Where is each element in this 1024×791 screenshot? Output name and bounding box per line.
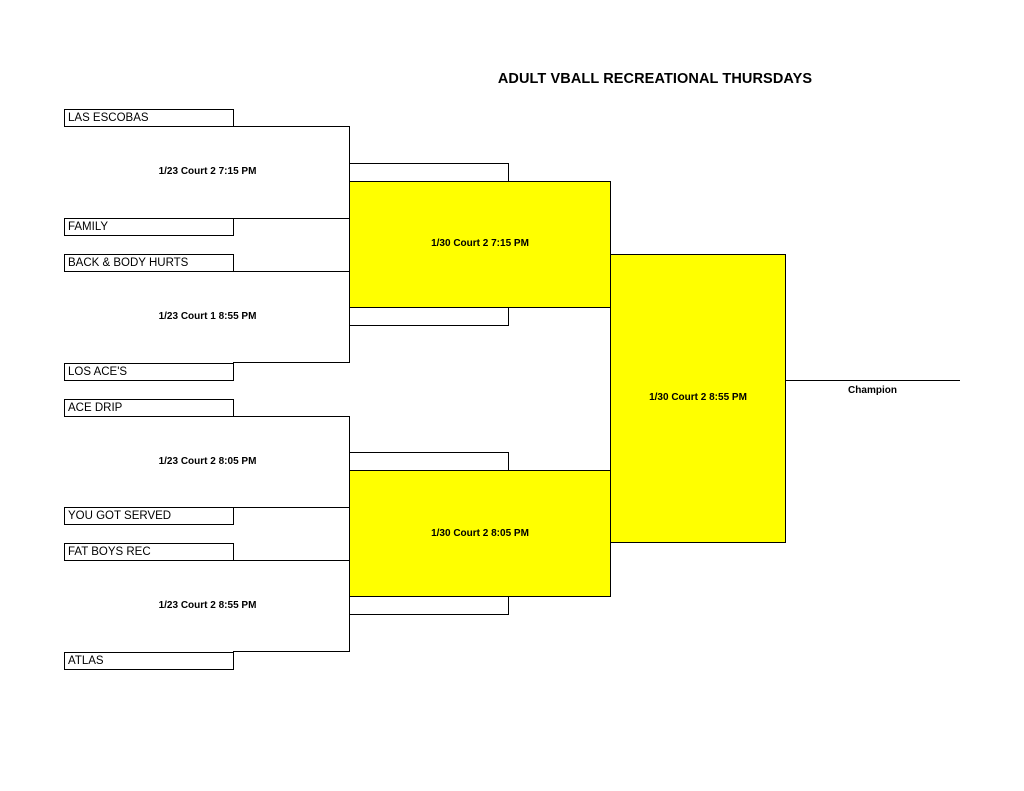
bracket-line xyxy=(508,307,509,326)
bracket-line xyxy=(349,271,350,363)
bracket-line xyxy=(233,416,350,417)
bracket-title: ADULT VBALL RECREATIONAL THURSDAYS xyxy=(497,71,813,87)
bracket-line xyxy=(349,452,509,453)
match-time-r1-2: 1/23 Court 1 8:55 PM xyxy=(158,311,257,322)
match-time-r1-1: 1/23 Court 2 7:15 PM xyxy=(158,166,257,177)
team-slot-2: FAMILY xyxy=(64,218,234,236)
team-slot-5: ACE DRIP xyxy=(64,399,234,417)
bracket-line xyxy=(233,218,350,219)
final-match-box xyxy=(610,254,786,543)
bracket-line xyxy=(508,163,509,182)
match-time-r1-3: 1/23 Court 2 8:05 PM xyxy=(158,456,257,467)
bracket-line xyxy=(349,560,350,652)
champion-label: Champion xyxy=(848,385,897,396)
bracket-line xyxy=(233,271,350,272)
bracket-line xyxy=(233,651,350,652)
bracket-line xyxy=(349,325,509,326)
team-slot-1: LAS ESCOBAS xyxy=(64,109,234,127)
match-time-final: 1/30 Court 2 8:55 PM xyxy=(649,392,747,403)
team-slot-8: ATLAS xyxy=(64,652,234,670)
match-time-r1-4: 1/23 Court 2 8:55 PM xyxy=(158,600,257,611)
team-slot-6: YOU GOT SERVED xyxy=(64,507,234,525)
champion-line xyxy=(785,380,960,381)
match-time-semifinal-2: 1/30 Court 2 8:05 PM xyxy=(431,528,529,539)
bracket-line xyxy=(508,452,509,471)
bracket-line xyxy=(233,507,350,508)
semifinal-match-box-2 xyxy=(349,470,611,597)
bracket-line xyxy=(349,416,350,508)
bracket-line xyxy=(349,614,509,615)
team-slot-7: FAT BOYS REC xyxy=(64,543,234,561)
team-slot-3: BACK & BODY HURTS xyxy=(64,254,234,272)
match-time-semifinal-1: 1/30 Court 2 7:15 PM xyxy=(431,238,529,249)
semifinal-match-box-1 xyxy=(349,181,611,308)
bracket-line xyxy=(233,560,350,561)
bracket-line xyxy=(349,126,350,219)
bracket-line xyxy=(233,126,350,127)
bracket-line xyxy=(349,163,509,164)
bracket-line xyxy=(508,596,509,615)
team-slot-4: LOS ACE'S xyxy=(64,363,234,381)
bracket-line xyxy=(233,362,350,363)
